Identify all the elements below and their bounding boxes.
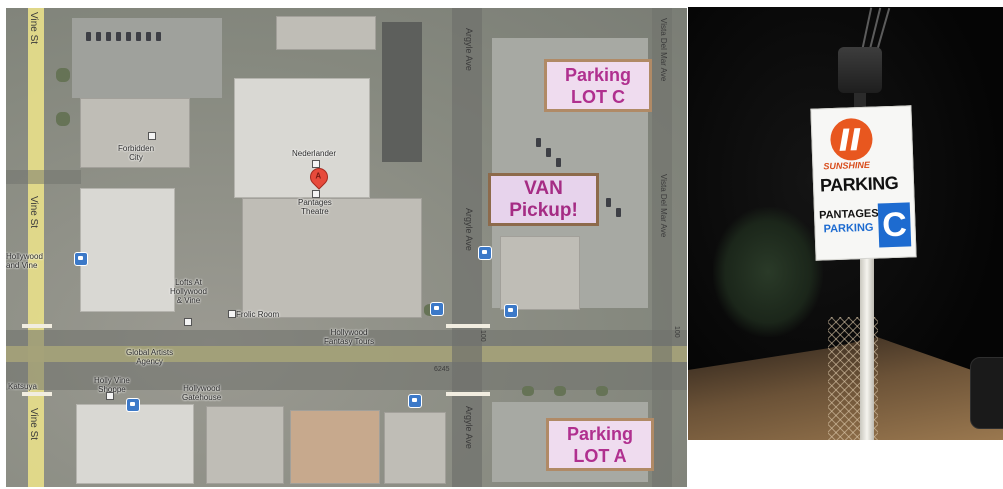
parked-car	[556, 158, 561, 167]
street-label-argyle-top: Argyle Ave	[464, 28, 474, 71]
place-label-hollywood-gatehouse[interactable]: Hollywood Gatehouse	[182, 384, 222, 402]
parked-car	[106, 32, 111, 41]
callout-lot-c-line2: LOT C	[571, 86, 625, 107]
parking-sign-photo: SUNSHINE PARKING PANTAGES PARKING C	[688, 7, 1003, 440]
hollywood-blvd-lanes	[6, 330, 687, 390]
bus-stop-icon[interactable]	[74, 252, 88, 266]
place-pin-icon	[148, 132, 156, 140]
parked-car	[86, 32, 91, 41]
parking-lot-north-west	[72, 18, 222, 98]
place-label-global-artists-agency[interactable]: Global Artists Agency	[126, 348, 174, 366]
sunshine-logo-icon	[829, 117, 874, 162]
vista-del-mar-road	[652, 8, 672, 487]
crosswalk	[22, 324, 52, 328]
street-label-argyle-bottom: Argyle Ave	[464, 406, 474, 449]
parking-lot	[382, 22, 422, 162]
callout-lot-a-line2: LOT A	[573, 445, 627, 466]
place-pin-icon	[184, 318, 192, 326]
street-label-vista-mid: Vista Del Mar Ave	[659, 174, 668, 238]
tree	[56, 112, 70, 126]
address-number-100-right: 100	[673, 326, 680, 338]
sign-parking-title: PARKING	[819, 172, 899, 196]
building-roof	[80, 98, 190, 168]
building-roof	[76, 404, 194, 484]
crosswalk	[446, 392, 490, 396]
crosswalk	[22, 392, 52, 396]
place-label-katsuya[interactable]: Katsuya	[8, 382, 37, 391]
place-label-nederlander[interactable]: Nederlander	[292, 149, 337, 158]
building-roof	[290, 410, 380, 484]
parked-car	[136, 32, 141, 41]
parked-car	[146, 32, 151, 41]
parked-car-silhouette	[970, 357, 1003, 429]
place-pin-icon	[312, 190, 320, 198]
street-light-icon	[838, 47, 882, 109]
place-label-forbidden-city[interactable]: Forbidden City	[118, 144, 155, 162]
place-label-holly-vine-shoppe[interactable]: Holly Vine Shoppe	[94, 376, 130, 394]
callout-van-line1: VAN	[524, 177, 563, 199]
place-label-frolic-room[interactable]: Frolic Room	[236, 310, 280, 319]
pantages-theatre-roof	[234, 78, 370, 198]
street-label-vista-top: Vista Del Mar Ave	[659, 18, 668, 82]
sign-lot-letter: C	[877, 202, 912, 248]
place-pin-icon	[228, 310, 236, 318]
sign-brand: SUNSHINE	[823, 159, 871, 172]
place-label-hollywood-and-vine[interactable]: Hollywood and Vine	[6, 252, 43, 270]
argyle-ave-road	[452, 8, 482, 487]
bus-stop-icon[interactable]	[478, 246, 492, 260]
sign-parking-label: PARKING	[823, 221, 874, 236]
parked-car	[536, 138, 541, 147]
tree	[56, 68, 70, 82]
building-roof	[384, 412, 446, 484]
place-label-lofts-at-hollywood-vine[interactable]: Lofts At Hollywood & Vine	[170, 278, 207, 305]
parked-car	[156, 32, 161, 41]
callout-parking-lot-c[interactable]: Parking LOT C	[544, 59, 652, 112]
address-number-100-left: 100	[479, 330, 486, 342]
callout-parking-lot-a[interactable]: Parking LOT A	[546, 418, 654, 471]
building-roof	[80, 188, 175, 312]
satellite-map[interactable]: Vine St Vine St Vine St Argyle Ave Argyl…	[6, 8, 687, 487]
place-pin-icon	[106, 392, 114, 400]
bus-stop-icon[interactable]	[504, 304, 518, 318]
bus-stop-icon[interactable]	[430, 302, 444, 316]
sunshine-parking-sign: SUNSHINE PARKING PANTAGES PARKING C	[810, 105, 917, 261]
place-label-pantages-theatre[interactable]: Pantages Theatre	[298, 198, 332, 216]
callout-lot-a-line1: Parking	[566, 423, 634, 444]
tree-silhouette	[713, 207, 823, 337]
callout-lot-c-line1: Parking	[564, 64, 632, 85]
building-roof	[206, 406, 284, 484]
parked-car	[96, 32, 101, 41]
tree	[554, 386, 566, 396]
building-roof	[242, 198, 422, 318]
place-label-hollywood-fantasy-tours[interactable]: Hollywood Fantasy Tours	[324, 328, 375, 346]
building-roof	[276, 16, 376, 50]
address-number-6245: 6245	[434, 366, 450, 373]
parked-car	[546, 148, 551, 157]
parked-car	[606, 198, 611, 207]
callout-van-pickup[interactable]: VAN Pickup!	[488, 173, 599, 226]
building-roof	[500, 236, 580, 310]
street-label-argyle-mid: Argyle Ave	[464, 208, 474, 251]
sign-pole	[860, 237, 874, 440]
parked-car	[126, 32, 131, 41]
callout-van-line2: Pickup!	[509, 199, 578, 221]
street-label-vine-top: Vine St	[28, 12, 39, 45]
side-road	[6, 170, 81, 184]
tree	[522, 386, 534, 396]
parked-car	[616, 208, 621, 217]
marker-letter: A	[315, 171, 322, 181]
crosswalk	[446, 324, 490, 328]
bus-stop-icon[interactable]	[126, 398, 140, 412]
street-label-vine-mid: Vine St	[28, 196, 39, 229]
tree	[596, 386, 608, 396]
street-label-vine-bottom: Vine St	[28, 408, 39, 441]
sign-pantages-label: PANTAGES	[818, 207, 879, 222]
parked-car	[116, 32, 121, 41]
bus-stop-icon[interactable]	[408, 394, 422, 408]
